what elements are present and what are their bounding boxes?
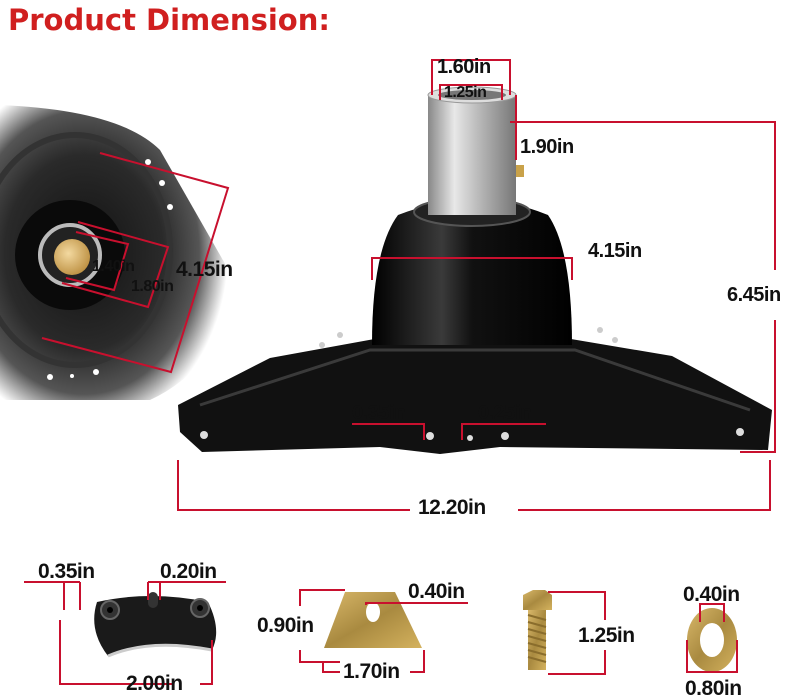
- tab-bracket-image: [324, 592, 422, 648]
- label-tab-height: 0.90in: [257, 614, 314, 637]
- label-top-outer: 1.80in: [131, 278, 173, 295]
- label-base-width: 12.20in: [418, 496, 486, 519]
- label-hole-right: 0.25in: [478, 402, 532, 424]
- label-hole-left: 0.35in: [352, 402, 406, 424]
- label-bolt-length: 1.25in: [578, 624, 635, 647]
- label-top-dome: 4.15in: [176, 258, 233, 281]
- dim-line-shaft-outer: [431, 59, 511, 95]
- dim-line-tab-width: [322, 650, 425, 673]
- label-shaft-inner: 1.25in: [444, 84, 486, 101]
- dim-line-plate-width: [59, 620, 213, 685]
- dim-line-plate-hole: [24, 581, 81, 610]
- label-tab-width: 1.70in: [343, 660, 400, 683]
- dim-line-bolt-length: [548, 591, 606, 675]
- label-dome-width: 4.15in: [588, 240, 642, 262]
- curved-plate-image: [94, 592, 217, 658]
- dim-line-dome: [371, 257, 573, 280]
- dim-line-plate-slot: [147, 581, 226, 600]
- label-plate-slot: 0.20in: [160, 560, 217, 583]
- dim-line-height: [510, 121, 776, 453]
- title: Product Dimension:: [8, 3, 330, 37]
- label-top-inner: 1.40in: [92, 258, 134, 275]
- dim-line-base: [177, 460, 771, 511]
- label-tab-hole: 0.40in: [408, 580, 465, 603]
- dim-line-top-415: [41, 152, 230, 374]
- dim-line-washer-inner: [699, 603, 725, 622]
- label-washer-inner: 0.40in: [683, 583, 740, 606]
- label-total-height: 6.45in: [727, 284, 781, 306]
- label-washer-outer: 0.80in: [685, 677, 742, 700]
- label-shaft-outer: 1.60in: [437, 56, 491, 78]
- dim-line-tab-height: [299, 589, 345, 663]
- label-shaft-height: 1.90in: [520, 136, 574, 158]
- swivel-plate-image: [178, 86, 772, 454]
- washer-image: [687, 608, 737, 672]
- dim-line-top-180: [61, 221, 170, 309]
- dim-line-washer-outer: [686, 640, 738, 673]
- dim-line-tab-hole: [365, 602, 468, 605]
- dim-line-top-140: [65, 231, 130, 292]
- top-view-image: [0, 105, 240, 400]
- label-plate-width: 2.00in: [126, 672, 183, 695]
- dim-line-shaft-inner: [439, 84, 503, 100]
- dim-line-holes: [352, 423, 546, 440]
- bolt-image: [523, 590, 552, 670]
- label-plate-hole: 0.35in: [38, 560, 95, 583]
